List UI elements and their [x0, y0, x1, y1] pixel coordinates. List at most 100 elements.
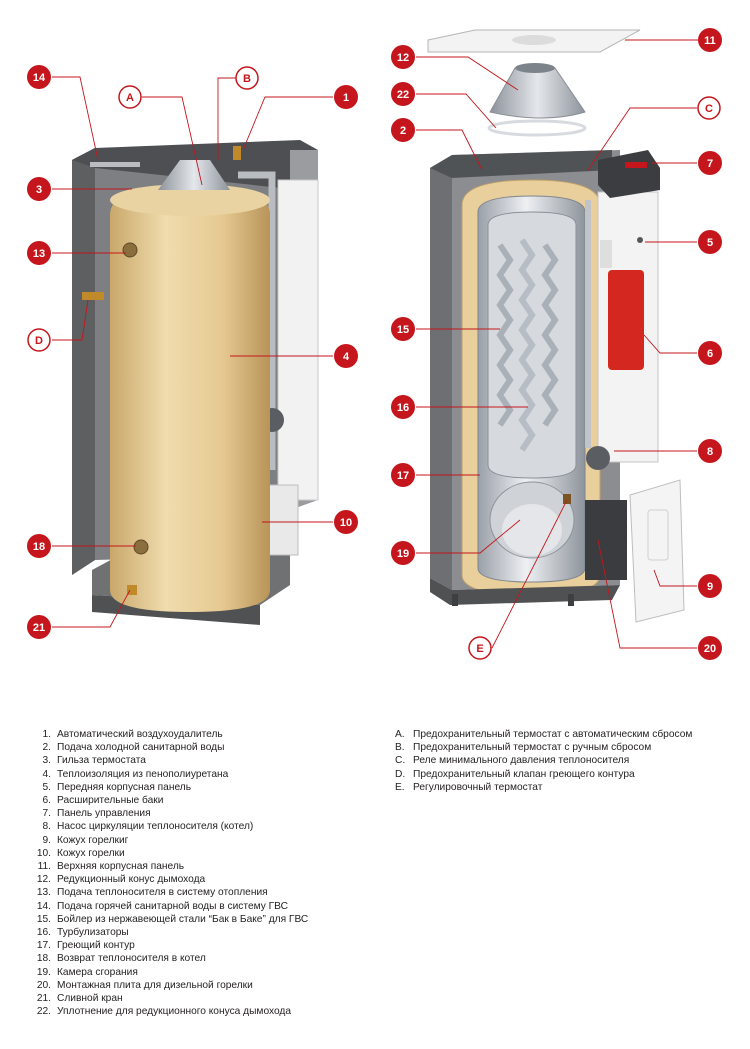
- legend-lettered-number: A.: [395, 729, 405, 740]
- burner-cover: [629, 479, 685, 623]
- legend-numbered-item: 11.Верхняя корпусная панель: [30, 860, 390, 873]
- left-cold-pipe: [90, 162, 140, 167]
- svg-text:C: C: [705, 103, 713, 115]
- legend-numbered-text: Теплоизоляция из пенополиуретана: [57, 768, 229, 780]
- callout-14: 14: [27, 65, 51, 89]
- svg-text:18: 18: [33, 541, 45, 553]
- legend-lettered-item: A. Предохранительный термостат с автомати…: [395, 728, 735, 741]
- callout-6: 6: [698, 341, 722, 365]
- legend-numbered-item: 2.Подача холодной санитарной воды: [30, 741, 390, 754]
- callout-10: 10: [334, 510, 358, 534]
- svg-text:20: 20: [704, 643, 716, 655]
- callout-1: 1: [334, 85, 358, 109]
- callout-4: 4: [334, 344, 358, 368]
- svg-text:12: 12: [397, 52, 409, 64]
- legend-numbered-text: Бойлер из нержавеющей стали “Бак в Баке”…: [57, 913, 309, 925]
- legend-numbered-text: Подача холодной санитарной воды: [57, 742, 225, 754]
- legend-numbered-text: Подача теплоносителя в систему отопления: [57, 887, 268, 899]
- left-cabinet-side-wall: [72, 148, 95, 575]
- legend-numbered-text: Возврат теплоносителя в котел: [57, 953, 206, 965]
- legend-lettered-number: C.: [395, 755, 406, 767]
- svg-text:22: 22: [397, 89, 409, 101]
- legend-lettered-text: Регулировочный термостат: [413, 781, 543, 793]
- leader-A: [142, 96, 203, 186]
- legend-numbered-number: 11.: [37, 861, 51, 873]
- svg-text:B: B: [243, 73, 251, 85]
- callout-21: 21: [27, 615, 51, 639]
- legend-numbered-number: 17.: [36, 940, 51, 952]
- svg-text:A: A: [126, 92, 134, 104]
- left-relief-valve: [82, 292, 104, 300]
- legend-numbered-item: 17. Греющий контур: [30, 939, 390, 952]
- svg-text:4: 4: [343, 351, 350, 363]
- legend-numbered-text: Панель управления: [57, 808, 151, 820]
- leader-lines: [52, 39, 698, 649]
- legend-numbered-item: 18. Возврат теплоносителя в котел: [30, 952, 390, 965]
- expansion-tank: [608, 270, 644, 370]
- legend-numbered-item: 8.Насос циркуляции теплоносителя (котел): [30, 820, 390, 833]
- svg-text:6: 6: [707, 348, 713, 360]
- legend-lettered-item: B.Предохранительный термостат с ручным с…: [395, 741, 735, 754]
- legend-numbered-number: 3.: [42, 755, 52, 767]
- callout-B: B: [235, 66, 259, 90]
- legend-lettered-text: Предохранительный термостат с автоматиче…: [413, 729, 693, 740]
- legend-numbered-number: 21.: [36, 993, 51, 1005]
- legend-numbered-item: 5. Передняя корпусная панель: [30, 781, 390, 794]
- legend-numbered-number: 15.: [36, 913, 51, 925]
- svg-text:1: 1: [343, 92, 349, 104]
- legend-numbered-text: Автоматический воздухоудалитель: [57, 729, 223, 740]
- legend-numbered-text: Передняя корпусная панель: [57, 781, 192, 793]
- legend-numbered-text: Греющий контур: [57, 940, 135, 952]
- right-foot-left: [452, 594, 458, 606]
- legend-numbered-item: 13. Подача теплоносителя в систему отопле…: [30, 886, 390, 899]
- svg-text:14: 14: [33, 72, 46, 84]
- legend-lettered-number: D.: [395, 768, 406, 780]
- callout-16: 16: [391, 395, 415, 419]
- legend-numbered-item: 20.Монтажная плита для дизельной горелки: [30, 979, 390, 992]
- legend-lettered-item: C.Реле минимального давления теплоносите…: [395, 754, 735, 767]
- legend-numbered-number: 10.: [36, 847, 51, 859]
- svg-text:3: 3: [36, 184, 42, 196]
- svg-text:21: 21: [33, 622, 45, 634]
- callout-15: 15: [391, 317, 415, 341]
- legend-numbered-item: 22.Уплотнение для редукционного конуса д…: [30, 1005, 390, 1018]
- legend-numbered-number: 19.: [36, 966, 51, 978]
- legend-numbered-number: 5.: [42, 781, 52, 793]
- legend-numbered-item: 12.Редукционный конус дымохода: [30, 873, 390, 886]
- burner-mounting-plate: [585, 500, 627, 580]
- leader-21: [52, 589, 131, 628]
- legend-numbered-number: 18.: [36, 953, 51, 965]
- right-cabinet-left-wall: [430, 155, 452, 590]
- legend-numbered-item: 14.Подача горячей санитарной воды в сист…: [30, 900, 390, 913]
- left-tank-top: [110, 184, 270, 216]
- callout-17: 17: [391, 463, 415, 487]
- svg-text:11: 11: [704, 35, 716, 47]
- left-insulated-tank: [110, 185, 270, 612]
- callout-3: 3: [27, 177, 51, 201]
- leader-22: [416, 93, 497, 129]
- legend-numbered-item: 10.Кожух горелки: [30, 847, 390, 860]
- callout-D: D: [27, 328, 51, 352]
- svg-text:9: 9: [707, 581, 713, 593]
- legend-numbered-item: 7.Панель управления: [30, 807, 390, 820]
- legend-numbered-item: 16.Турбулизаторы: [30, 926, 390, 939]
- top-panel-hole: [512, 35, 556, 45]
- leader-20: [597, 539, 697, 649]
- callout-22: 22: [391, 82, 415, 106]
- burner-cover-slot: [647, 509, 669, 561]
- legend-numbered-number: 9.: [42, 834, 52, 846]
- svg-text:5: 5: [707, 237, 713, 249]
- leader-19: [416, 519, 521, 554]
- callout-7: 7: [698, 151, 722, 175]
- leader-D: [52, 299, 89, 341]
- legend-numbered-item: 15. Бойлер из нержавеющей стали “Бак в Ба…: [30, 913, 390, 926]
- legend-numbered-item: 1.Автоматический воздухоудалитель: [30, 728, 390, 741]
- legend-numbered-item: 21.Сливной кран: [30, 992, 390, 1005]
- right-boiler-unit: [427, 29, 685, 623]
- left-pipe-top: [238, 171, 276, 190]
- legend-lettered-text: Предохранительный термостат с ручным сбр…: [413, 742, 652, 754]
- callout-20: 20: [698, 636, 722, 660]
- legend-numbered-number: 13.: [36, 887, 51, 899]
- svg-text:D: D: [35, 335, 43, 347]
- left-boiler-unit: [72, 140, 319, 625]
